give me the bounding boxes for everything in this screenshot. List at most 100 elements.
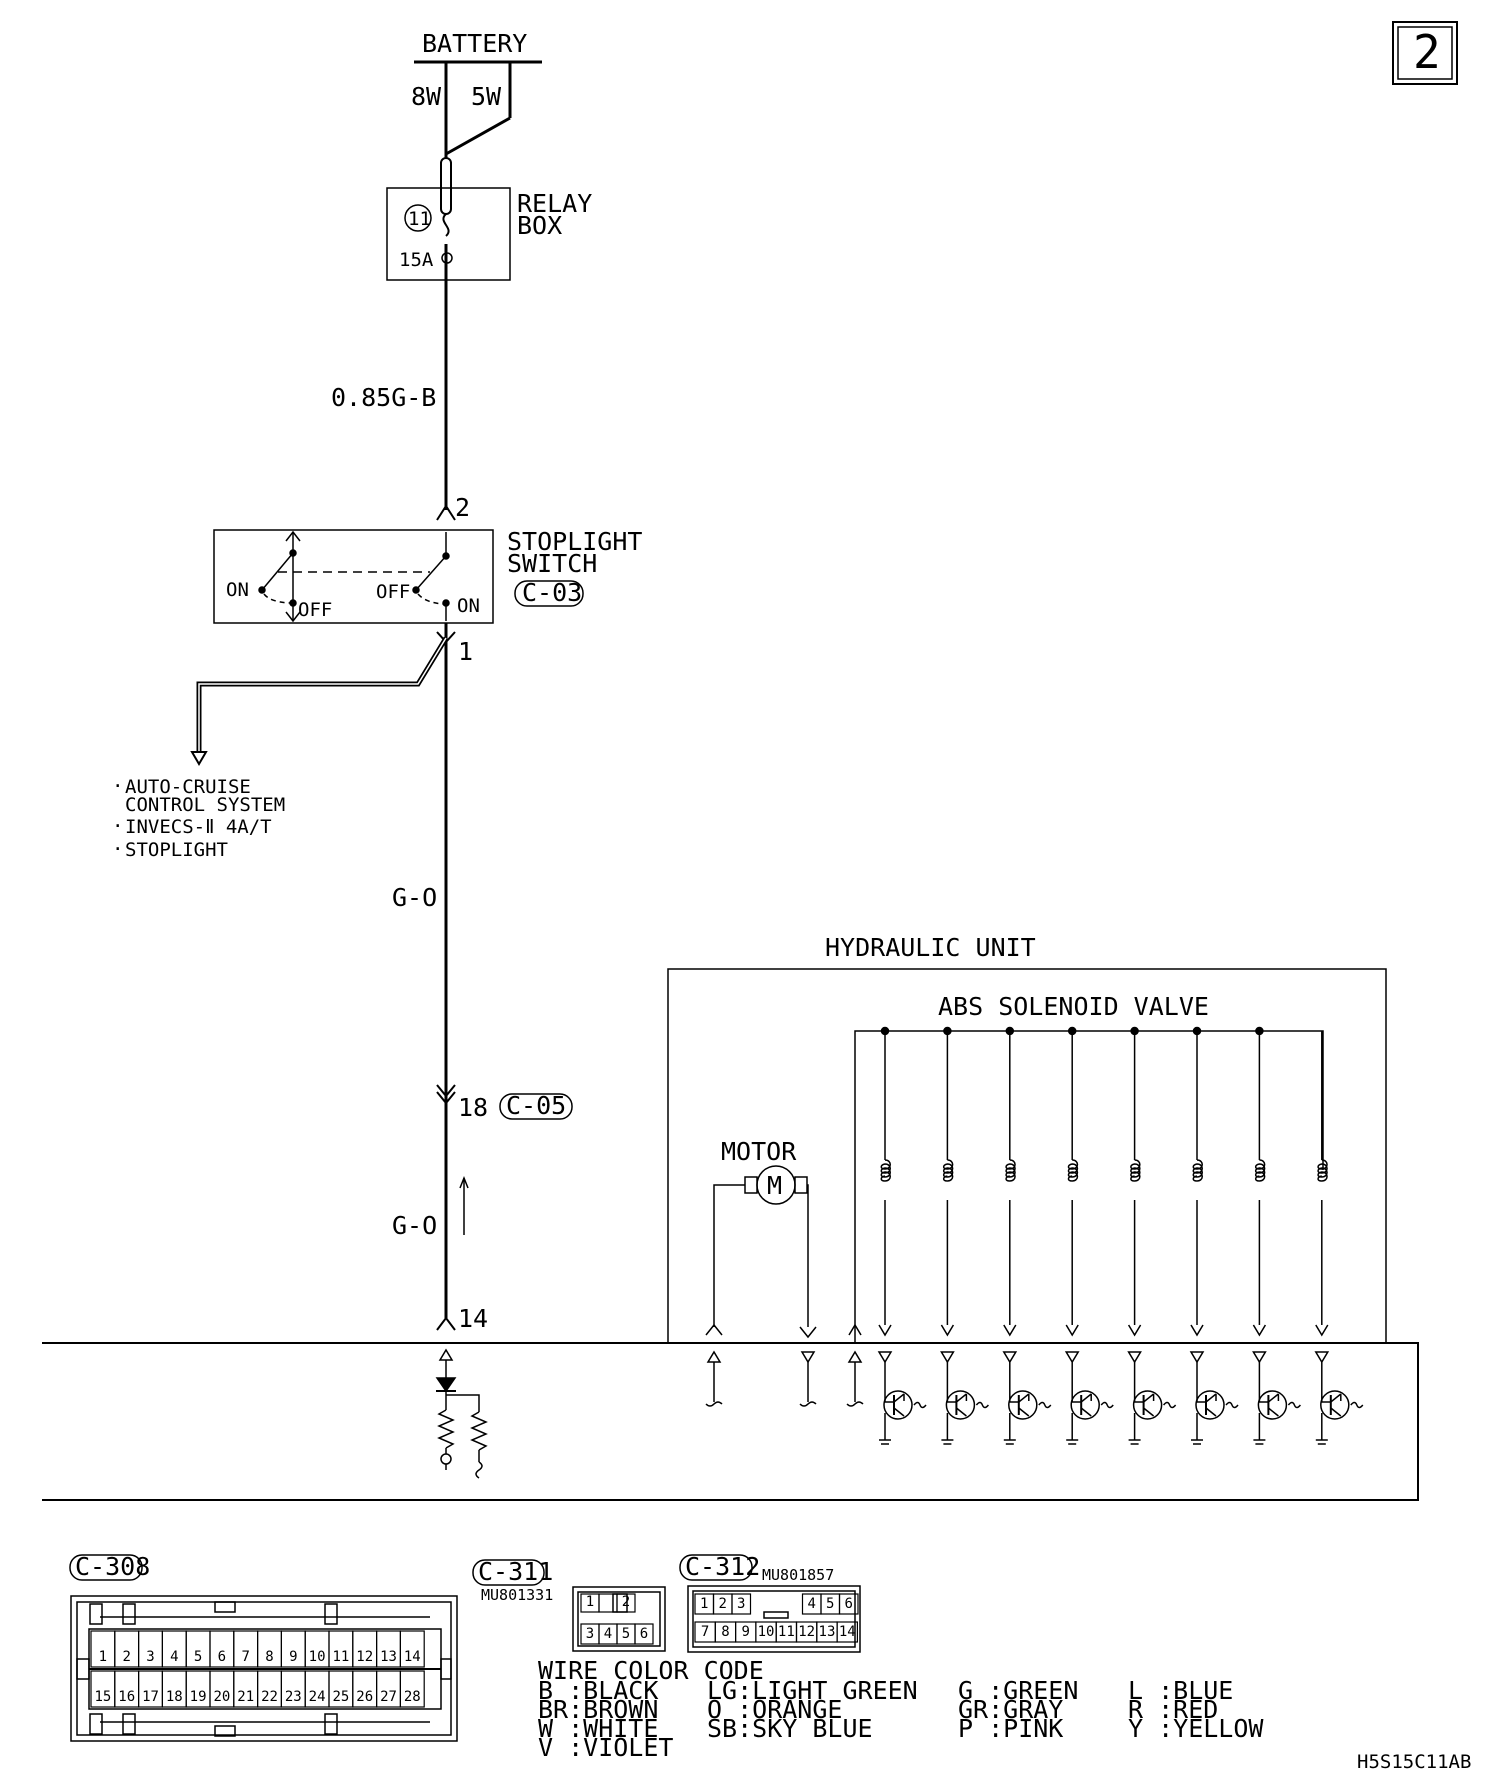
c308-pin-13: 13 <box>376 1630 402 1668</box>
switch-pin-1: 1 <box>458 637 473 666</box>
svg-text:10: 10 <box>309 1649 326 1665</box>
svg-text:12: 12 <box>356 1649 373 1665</box>
motor-symbol-letter: M <box>767 1171 782 1200</box>
switch-off-left: OFF <box>298 599 332 621</box>
solenoid-coil-5 <box>1127 1026 1142 1337</box>
c308-pin-8: 8 <box>257 1630 283 1668</box>
c308-pin-1: 1 <box>90 1630 116 1668</box>
wire-G-O-label-1: G-O <box>392 883 437 912</box>
switch-on-right: ON <box>457 595 480 617</box>
c308-pin-4: 4 <box>161 1630 187 1668</box>
relay-box <box>386 187 511 281</box>
c311-pin-3: 3 <box>580 1623 600 1645</box>
solenoid-coil-2 <box>940 1026 955 1337</box>
svg-text:9: 9 <box>742 1624 750 1640</box>
page-number: 2 <box>1413 25 1441 79</box>
c311-pin-6: 6 <box>634 1623 654 1645</box>
switch-off-right: OFF <box>376 581 410 603</box>
c308-pin-9: 9 <box>280 1630 306 1668</box>
wcc-GR: GR:GRAY <box>958 1695 1063 1724</box>
c308-pin-28: 28 <box>399 1670 425 1708</box>
c312-pin-10: 10 <box>755 1621 777 1643</box>
c308-pin-15: 15 <box>90 1670 116 1708</box>
c308-pin-7: 7 <box>233 1630 259 1668</box>
page-number-box <box>1392 21 1458 85</box>
battery-label: BATTERY <box>422 29 527 58</box>
wire-5W-label: 5W <box>471 82 502 111</box>
driver-transistor-4 <box>1064 1351 1114 1445</box>
svg-text:18: 18 <box>166 1689 183 1705</box>
svg-text:2: 2 <box>122 1649 130 1665</box>
connector-c312 <box>687 1585 861 1653</box>
wcc-P: P :PINK <box>958 1714 1063 1743</box>
svg-text:13: 13 <box>380 1649 397 1665</box>
motor-symbol <box>705 1165 817 1339</box>
svg-text:6: 6 <box>218 1649 226 1665</box>
driver-transistor-2 <box>940 1351 989 1445</box>
svg-text:11: 11 <box>778 1624 795 1640</box>
c308-pin-20: 20 <box>209 1670 235 1708</box>
svg-text:20: 20 <box>213 1689 230 1705</box>
wcc-B: B :BLACK <box>538 1676 658 1705</box>
svg-text:23: 23 <box>285 1689 302 1705</box>
svg-text:12: 12 <box>798 1624 815 1640</box>
c312-pin-1: 1 <box>694 1593 715 1615</box>
fuse-rating: 15A <box>399 249 434 271</box>
svg-text:3: 3 <box>146 1649 154 1665</box>
c312-label: C-312 <box>685 1552 760 1581</box>
c311-pin-2: 2 <box>616 1593 636 1613</box>
solenoid-coil-6 <box>1190 1026 1204 1337</box>
driver-transistor-1 <box>877 1351 927 1445</box>
c312-pin-4: 4 <box>801 1593 822 1615</box>
svg-text:27: 27 <box>380 1689 397 1705</box>
c312-pin-3: 3 <box>731 1593 752 1615</box>
wire-color-code-title: WIRE COLOR CODE <box>538 1656 764 1685</box>
branch-dest-2: CONTROL SYSTEM <box>125 794 285 816</box>
svg-text:28: 28 <box>404 1689 421 1705</box>
svg-text:13: 13 <box>819 1624 836 1640</box>
c308-pin-14: 14 <box>399 1630 425 1668</box>
svg-text:25: 25 <box>332 1689 349 1705</box>
c308-pin-19: 19 <box>185 1670 211 1708</box>
svg-text:·: · <box>112 838 123 860</box>
svg-text:16: 16 <box>118 1689 135 1705</box>
driver-transistor-3 <box>1002 1351 1052 1445</box>
switch-label-2: SWITCH <box>507 549 597 578</box>
wire-8W-label: 8W <box>411 82 442 111</box>
c308-pin-18: 18 <box>161 1670 187 1708</box>
switch-on-left: ON <box>226 579 249 601</box>
c308-pin-12: 12 <box>352 1630 378 1668</box>
c308-pin-24: 24 <box>304 1670 330 1708</box>
stoplight-switch <box>213 529 494 624</box>
c312-pin-6: 6 <box>838 1593 859 1615</box>
driver-transistor-8 <box>1314 1351 1364 1445</box>
svg-text:11: 11 <box>332 1649 349 1665</box>
c312-pin-14: 14 <box>836 1621 858 1643</box>
svg-text:17: 17 <box>142 1689 159 1705</box>
solenoid-label: ABS SOLENOID VALVE <box>938 992 1209 1021</box>
abs-ecu-box <box>42 1342 1419 1501</box>
connector-c308 <box>70 1595 458 1742</box>
svg-text:3: 3 <box>586 1626 594 1642</box>
svg-text:4: 4 <box>604 1626 612 1642</box>
wcc-L: L :BLUE <box>1128 1676 1233 1705</box>
driver-transistor-6 <box>1189 1351 1239 1445</box>
c308-pin-3: 3 <box>138 1630 164 1668</box>
svg-text:15: 15 <box>94 1689 111 1705</box>
wcc-G: G :GREEN <box>958 1676 1078 1705</box>
wcc-BR: BR:BROWN <box>538 1695 658 1724</box>
svg-text:4: 4 <box>170 1649 178 1665</box>
svg-text:26: 26 <box>356 1689 373 1705</box>
svg-text:4: 4 <box>808 1596 816 1612</box>
connector-c03-badge <box>514 580 584 607</box>
svg-text:2: 2 <box>622 1594 630 1610</box>
svg-text:14: 14 <box>404 1649 421 1665</box>
driver-transistor-5 <box>1127 1351 1177 1445</box>
c312-pin-9: 9 <box>734 1621 757 1643</box>
driver-transistor-7 <box>1252 1351 1301 1445</box>
c308-pin-25: 25 <box>328 1670 354 1708</box>
c312-pin-8: 8 <box>714 1621 737 1643</box>
c308-pin-23: 23 <box>280 1670 306 1708</box>
c311-pin-4: 4 <box>598 1623 618 1645</box>
